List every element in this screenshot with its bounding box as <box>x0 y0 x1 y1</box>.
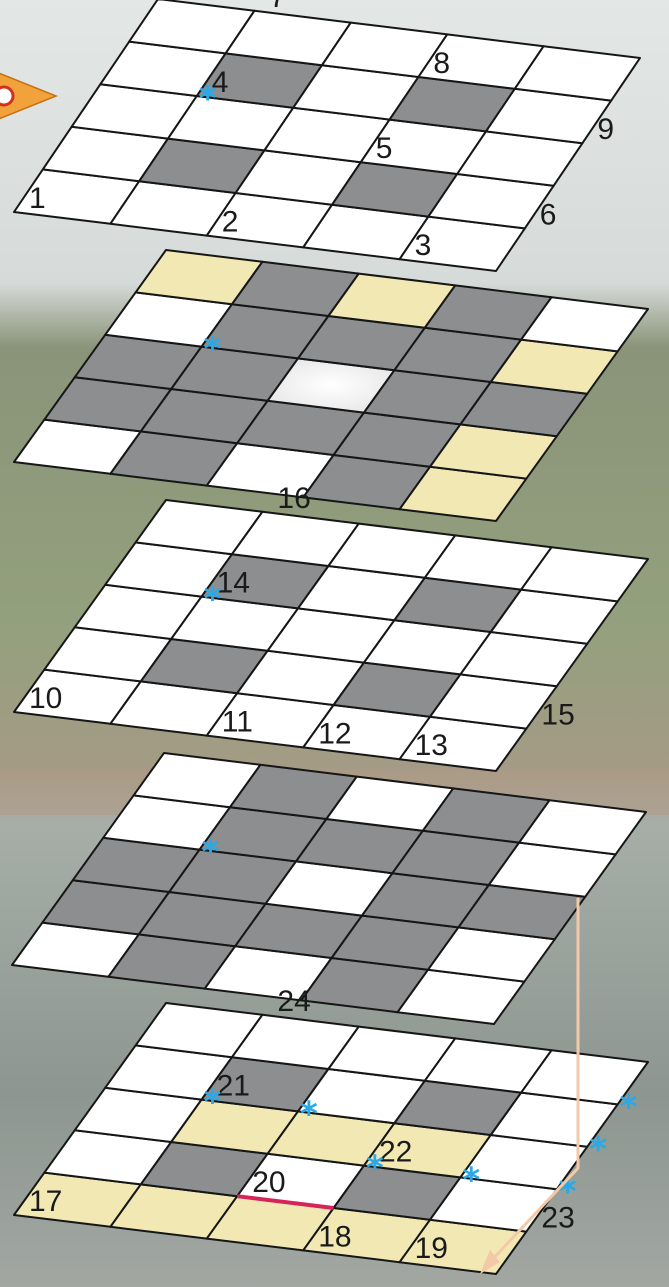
asterisk-marker-icon: * <box>462 1160 480 1200</box>
asterisk-marker-icon: * <box>199 79 217 119</box>
cell-number-label: 18 <box>318 1220 351 1253</box>
cell-number-label: 16 <box>277 482 310 515</box>
asterisk-marker-icon: * <box>202 833 220 873</box>
cell-number-label: 20 <box>252 1166 285 1199</box>
cell-number-label: 3 <box>415 229 432 262</box>
asterisk-marker-icon: * <box>204 1083 222 1123</box>
cell-number-label: 11 <box>222 706 253 739</box>
cell-number-label: 8 <box>433 47 450 80</box>
cell-number-label: 22 <box>379 1136 412 1169</box>
cell-number-label: 17 <box>29 1185 62 1218</box>
cell-number-label: 14 <box>217 567 250 600</box>
cell-number-label: 1 <box>29 182 46 215</box>
cell-number-label: 9 <box>597 113 614 146</box>
cell-number-label: 21 <box>217 1070 250 1103</box>
arrow-target-icon <box>0 87 13 105</box>
asterisk-marker-icon: * <box>204 330 222 370</box>
cell-number-label: 2 <box>222 206 239 239</box>
cell-number-label: 19 <box>415 1232 448 1265</box>
cell-number-label: 13 <box>415 729 448 762</box>
cell-number-label: 24 <box>277 985 310 1018</box>
cell-number-label: 10 <box>29 682 62 715</box>
cell-number-label: 7 <box>269 0 286 14</box>
cell-number-label: 15 <box>541 699 574 732</box>
asterisk-marker-icon: * <box>589 1130 607 1170</box>
asterisk-marker-icon: * <box>300 1094 318 1134</box>
cell-number-label: 6 <box>540 198 557 231</box>
cell-number-label: 5 <box>376 132 393 165</box>
asterisk-marker-icon: * <box>366 1149 384 1189</box>
asterisk-marker-icon: * <box>620 1087 638 1127</box>
asterisk-marker-icon: * <box>204 580 222 620</box>
cell-number-label: 12 <box>318 717 351 750</box>
